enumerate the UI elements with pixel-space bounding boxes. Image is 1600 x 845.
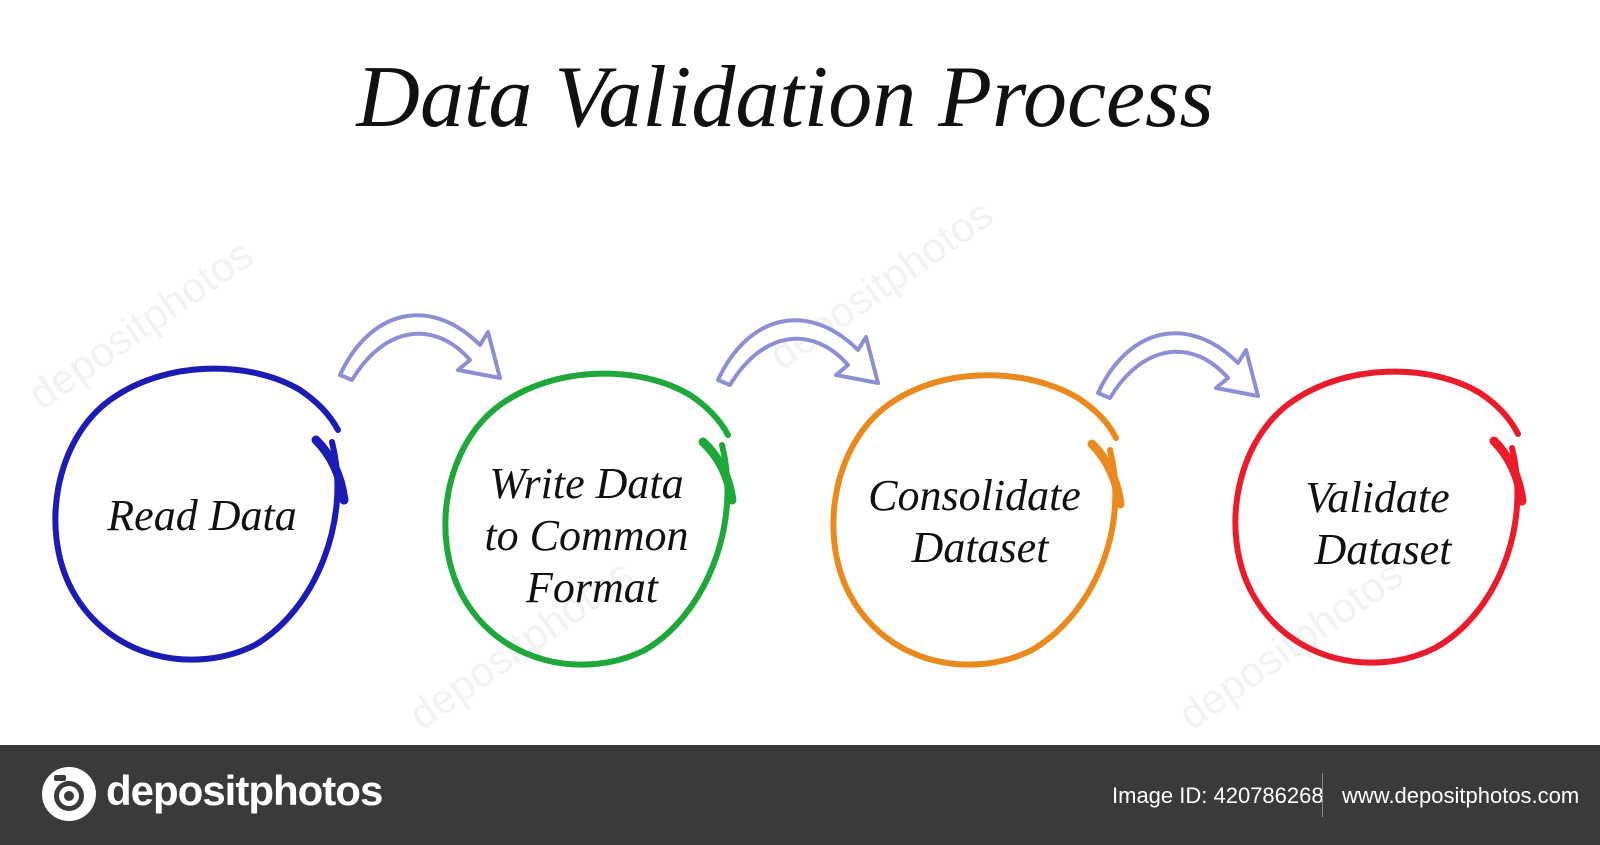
step-label: Read Data [106, 491, 296, 540]
step-circle [1232, 368, 1521, 666]
arrow-2 [716, 318, 880, 387]
footer-divider [1322, 773, 1323, 817]
step-circle-mark [698, 437, 737, 505]
step-circle [830, 372, 1119, 668]
footer-bar: depositphotos Image ID: 420786268 www.de… [0, 745, 1600, 845]
step-circle [52, 365, 341, 663]
step-write-data: Write Data to Common Format [442, 370, 737, 668]
diagram-title: Data Validation Process [355, 49, 1213, 146]
arrow-1 [338, 313, 502, 382]
step-read-data: Read Data [52, 365, 349, 663]
camera-logo-icon [42, 767, 96, 821]
step-label: Consolidate Dataset [868, 471, 1092, 572]
step-label: Write Data to Common Format [484, 459, 699, 612]
step-label: Validate Dataset [1305, 473, 1460, 574]
step-consolidate-dataset: Consolidate Dataset [830, 372, 1125, 668]
image-id-text: Image ID: 420786268 [1112, 783, 1324, 808]
step-circle-mark [1087, 439, 1125, 509]
step-circle [442, 370, 731, 668]
step-circle-mark [1489, 436, 1527, 506]
brand-name: depositphotos [106, 767, 383, 814]
step-validate-dataset: Validate Dataset [1232, 368, 1527, 666]
site-url: www.depositphotos.com [1342, 783, 1580, 808]
arrow-3 [1096, 331, 1260, 400]
step-circle-mark [311, 435, 349, 505]
process-diagram: Data Validation Process Read Data Write … [52, 49, 1527, 668]
